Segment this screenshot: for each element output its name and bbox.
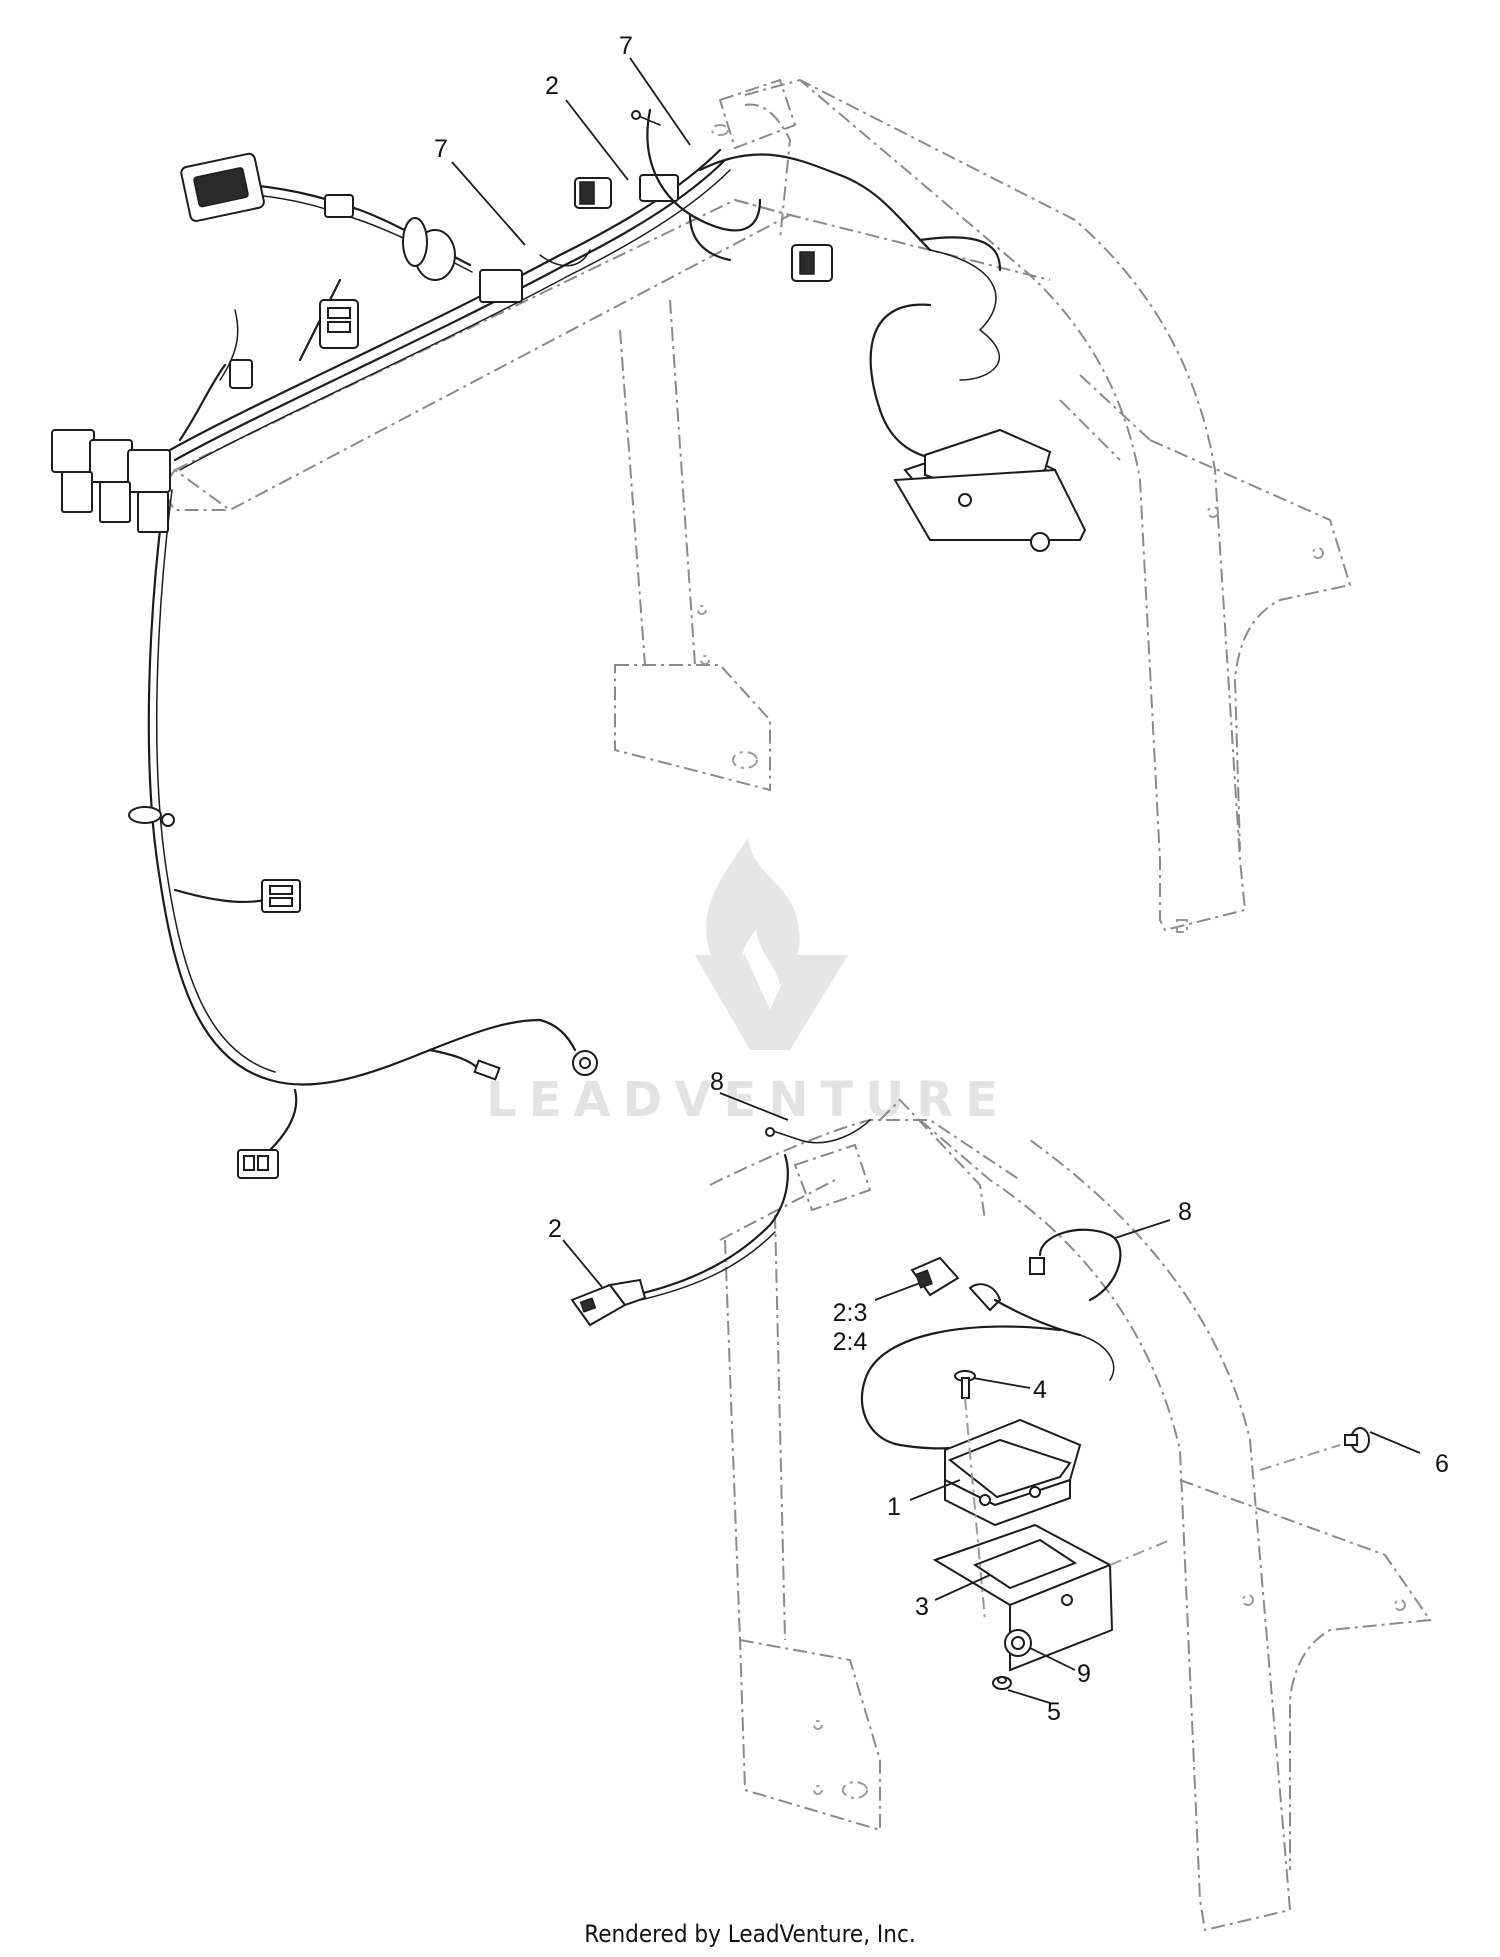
bottom-parts [570,1119,1370,1690]
callout-top-7b: 7 [434,135,448,163]
bottom-leaders [562,1092,1421,1704]
rivet-6 [1344,1427,1370,1453]
connector-2-3 [910,1256,960,1297]
callout-bot-8b: 8 [1178,1198,1192,1226]
bracket-3 [932,1523,1114,1672]
callout-bot-2-3: 2:3 [833,1299,868,1327]
callout-bot-8a: 8 [710,1068,724,1096]
callout-top-2: 2 [545,72,559,100]
bolt-4 [954,1370,976,1399]
callout-bot-2: 2 [548,1215,562,1243]
watermark-v-icon [695,955,848,1050]
control-module-1 [944,1418,1082,1527]
nut-5 [992,1676,1012,1690]
zip-tie-8-right [1038,1228,1122,1302]
top-wiring-harness [51,108,1087,1179]
callout-bot-6: 6 [1435,1450,1449,1478]
callout-bot-4: 4 [1033,1376,1047,1404]
callout-top-7a: 7 [619,32,633,60]
nut-9 [1004,1629,1032,1657]
top-frame-phantom [165,78,1352,933]
zip-tie-8-upper [769,1119,871,1144]
callout-bot-9: 9 [1077,1660,1091,1688]
watermark-flame-icon [706,838,800,992]
connector-2-4 [968,1283,1082,1337]
footer-credit: Rendered by LeadVenture, Inc. [584,1920,915,1948]
connector-2 [570,1278,647,1327]
leadventure-watermark: LEADVENTURE [486,838,1010,1128]
watermark-text: LEADVENTURE [486,1072,1010,1128]
callout-bot-3: 3 [915,1593,929,1621]
callout-bot-5: 5 [1047,1698,1061,1726]
callout-bot-2-4: 2:4 [833,1328,868,1356]
harness-wire-2 [633,1153,789,1297]
bottom-frame-phantom [709,1098,1432,1932]
callout-labels: 2 7 7 8 8 2 2:3 2:4 4 6 1 3 9 5 [434,32,1449,1726]
callout-bot-1: 1 [887,1493,901,1521]
top-leaders [451,57,691,246]
